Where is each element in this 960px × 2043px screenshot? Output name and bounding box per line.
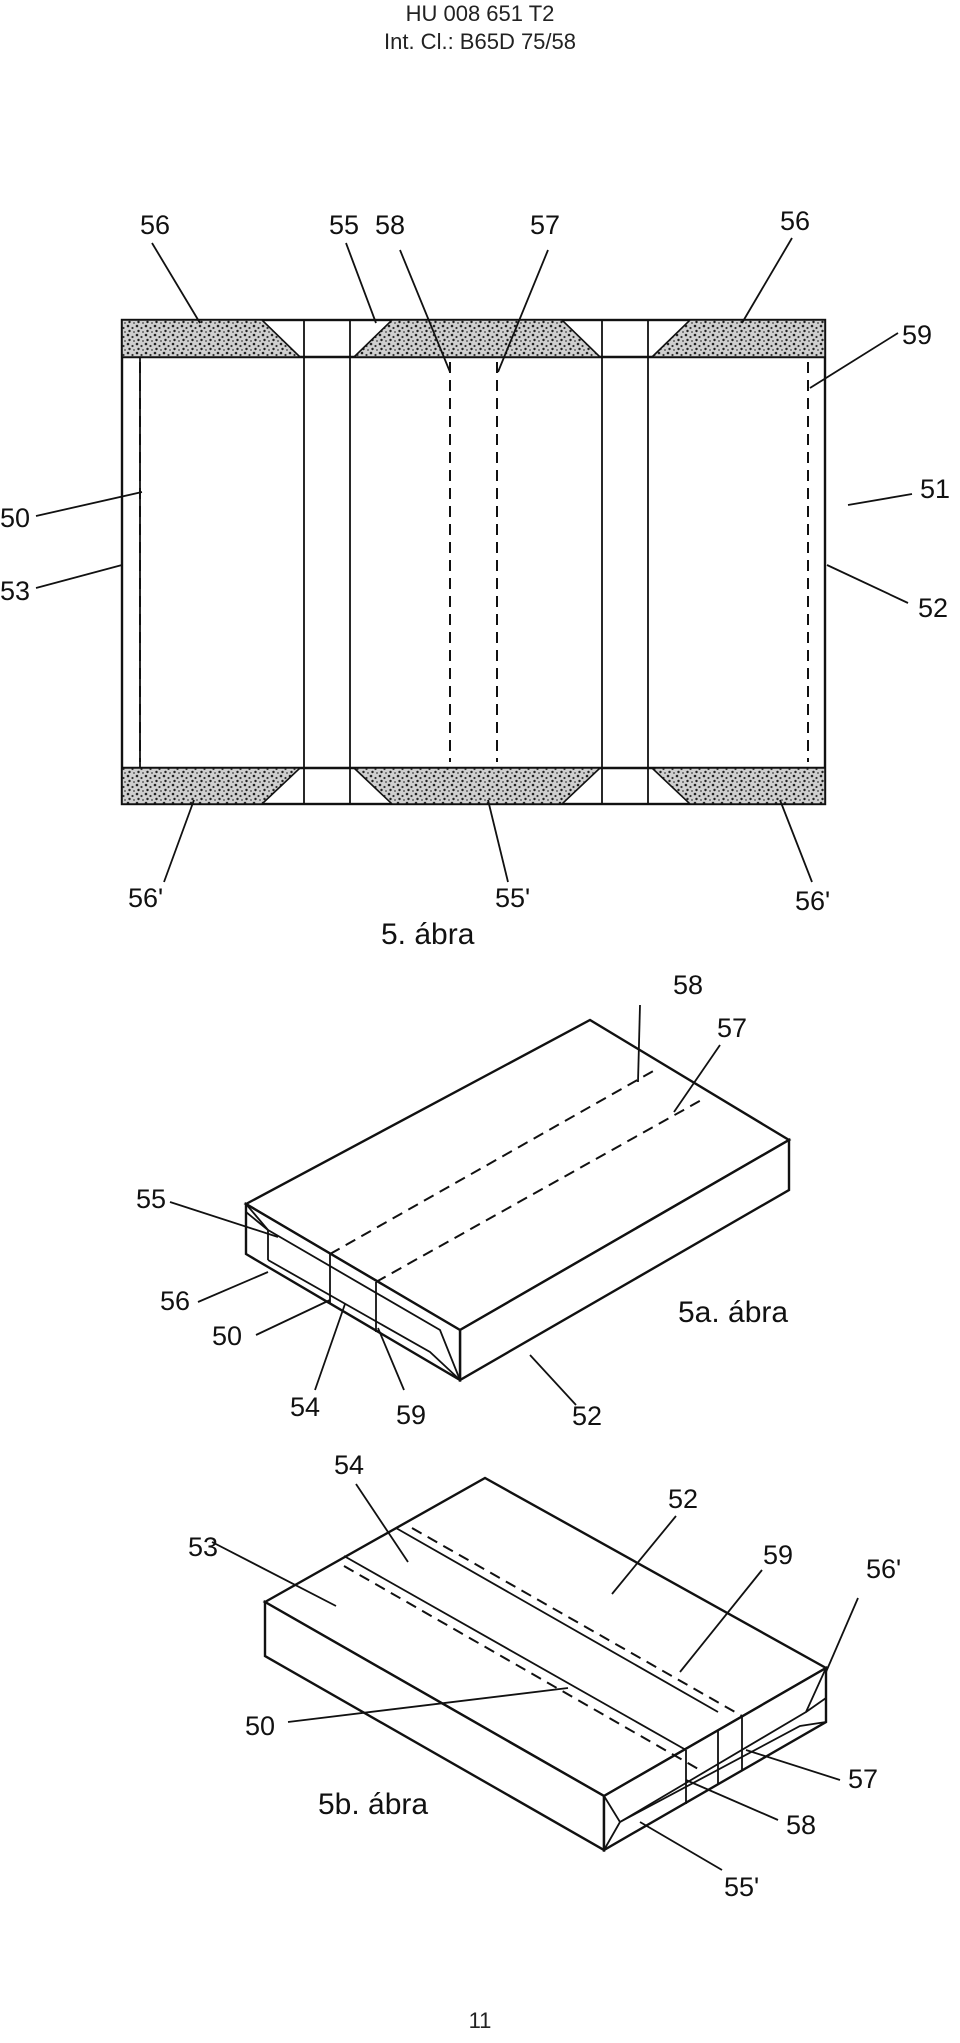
- label-58: 58: [375, 210, 405, 240]
- label-56-prime: 56': [128, 883, 163, 913]
- label-52: 52: [918, 593, 948, 623]
- blank-outline: [120, 318, 827, 806]
- adhesive-zone-56-prime: [121, 767, 303, 805]
- label-50: 50: [212, 1321, 242, 1351]
- fold-line-57: [375, 1097, 706, 1283]
- figure-5a: 58 57 55 56 50 54 59 52 5a. ábra: [136, 970, 792, 1431]
- label-55-prime: 55': [495, 883, 530, 913]
- label-57: 57: [717, 1013, 747, 1043]
- adhesive-zone-56: [650, 319, 826, 358]
- label-59: 59: [396, 1400, 426, 1430]
- label-52: 52: [572, 1401, 602, 1431]
- label-57: 57: [848, 1764, 878, 1794]
- label-54: 54: [290, 1392, 320, 1422]
- label-58: 58: [786, 1810, 816, 1840]
- fold-line-50: [343, 1565, 701, 1771]
- figure-caption: 5. ábra: [381, 918, 475, 951]
- label-58: 58: [673, 970, 703, 1000]
- label-57: 57: [530, 210, 560, 240]
- patent-number: HU 008 651 T2: [405, 1, 555, 26]
- adhesive-zone-55-prime: [351, 767, 603, 805]
- label-55: 55: [329, 210, 359, 240]
- label-55-prime: 55': [724, 1872, 759, 1902]
- adhesive-zone-56: [121, 319, 302, 358]
- label-56-prime: 56': [795, 886, 830, 916]
- page-number: 11: [468, 2008, 492, 2033]
- label-53: 53: [0, 576, 30, 606]
- label-59: 59: [902, 320, 932, 350]
- figure-caption: 5a. ábra: [678, 1296, 788, 1329]
- figure-5b: 54 52 53 59 56' 50 57 58 55' 5b. ábra: [188, 1450, 901, 1902]
- label-56: 56: [140, 210, 170, 240]
- label-56-prime: 56': [866, 1554, 901, 1584]
- label-54: 54: [334, 1450, 364, 1480]
- fold-line-57: [411, 1527, 743, 1717]
- adhesive-zone-55: [352, 319, 602, 358]
- label-56: 56: [160, 1286, 190, 1316]
- figure-5: 56 55 58 57 56 59 51 52 50 53 56' 55' 56…: [0, 206, 950, 951]
- label-53: 53: [188, 1532, 218, 1562]
- label-50: 50: [245, 1711, 275, 1741]
- label-52: 52: [668, 1484, 698, 1514]
- adhesive-zone-56-prime: [649, 767, 826, 805]
- label-50: 50: [0, 503, 30, 533]
- label-51: 51: [920, 474, 950, 504]
- label-56: 56: [780, 206, 810, 236]
- fold-line-58: [329, 1069, 656, 1255]
- int-classification: Int. Cl.: B65D 75/58: [384, 29, 576, 54]
- label-59: 59: [763, 1540, 793, 1570]
- figure-caption: 5b. ábra: [318, 1788, 428, 1821]
- label-55: 55: [136, 1184, 166, 1214]
